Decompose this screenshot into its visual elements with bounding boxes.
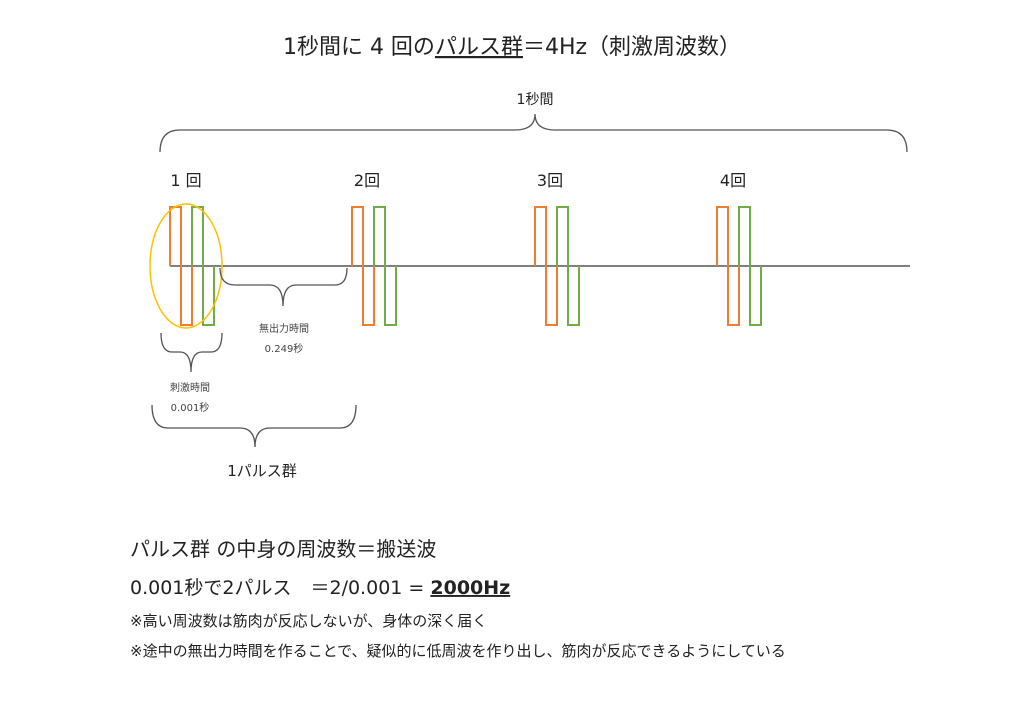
rep-label-3: 3回	[537, 171, 563, 190]
pulse-green-1	[191, 206, 215, 326]
pulse-orange-3	[534, 206, 558, 326]
repetition-labels: 1 回 2回 3回 4回	[170, 171, 746, 190]
note-2: ※途中の無出力時間を作ることで、疑似的に低周波を作り出し、筋肉が反応できるように…	[130, 642, 786, 660]
pulse-green-3	[556, 206, 580, 326]
title: 1秒間に 4 回のパルス群＝4Hz（刺激周波数）	[283, 35, 741, 60]
highlight-ellipse	[149, 203, 223, 329]
rep-label-1: 1 回	[170, 171, 201, 190]
one-second-label: 1秒間	[517, 92, 554, 108]
pulse-orange-4	[716, 206, 740, 326]
formula: 0.001秒で2パルス ＝2/0.001 = 2000Hz	[130, 577, 510, 599]
pulse-green-2	[373, 206, 397, 326]
stim-time-value: 0.001秒	[171, 401, 210, 414]
note-1: ※高い周波数は筋肉が反応しないが、身体の深く届く	[130, 612, 487, 630]
pulse-group-label: 1パルス群	[227, 462, 297, 480]
rep-label-4: 4回	[720, 171, 746, 190]
pulse-green-4	[738, 206, 762, 326]
pulses	[169, 206, 762, 326]
explanation-heading: パルス群 の中身の周波数＝搬送波	[130, 537, 436, 561]
off-time-label: 無出力時間	[259, 322, 309, 335]
pulse-orange-1	[169, 206, 193, 326]
pulse-orange-2	[351, 206, 375, 326]
stim-time-brace	[160, 332, 223, 373]
one-second-brace	[159, 113, 908, 153]
off-time-value: 0.249秒	[265, 342, 304, 355]
pulse-group-brace	[151, 404, 357, 448]
rep-label-2: 2回	[354, 171, 380, 190]
off-time-brace	[219, 267, 348, 307]
stim-time-label: 刺激時間	[170, 381, 210, 394]
